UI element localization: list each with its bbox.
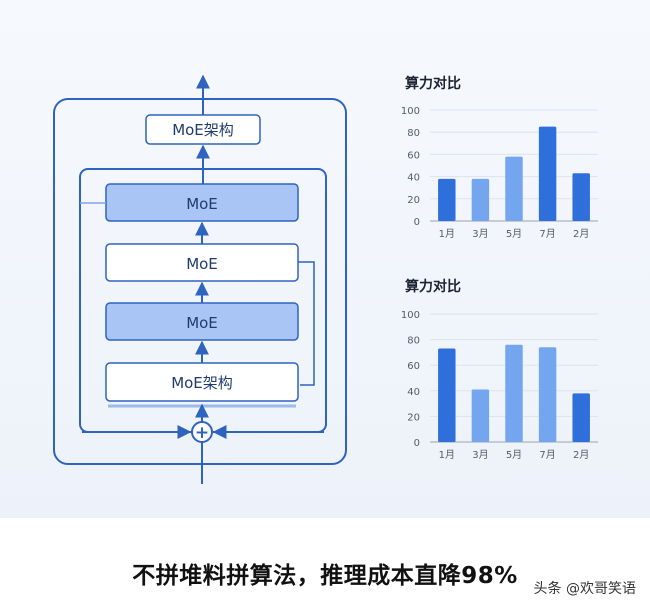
x-tick-label: 7月 (539, 228, 555, 240)
y-tick-label: 100 (401, 310, 420, 321)
y-tick-label: 20 (407, 195, 420, 206)
bar (438, 178, 456, 221)
y-tick-label: 0 (414, 217, 420, 228)
residual-bracket (298, 261, 315, 386)
moe-architecture-diagram: MoE架构 MoE MoE MoE MoE架构 + 算力对比 0 20 40 60 80 1… (53, 74, 598, 484)
moe-block-4 (105, 362, 299, 402)
plus-icon: + (195, 423, 209, 443)
x-tick-label: 2月 (573, 228, 589, 240)
y-tick-label: 80 (407, 336, 420, 347)
bar-chart-1: 算力对比 0 20 40 60 80 100 1月 3月 5月 7月 2月 (401, 75, 598, 240)
chart-title: 算力对比 (405, 278, 461, 295)
moe-block-3 (105, 302, 299, 341)
y-tick-label: 80 (407, 128, 420, 139)
x-tick-label: 1月 (439, 449, 455, 461)
bar (505, 156, 523, 221)
moe-block-3-label: MoE (186, 314, 218, 332)
y-tick-label: 40 (407, 173, 420, 184)
bar (572, 173, 590, 221)
moe-block-2-label: MoE (186, 255, 218, 273)
y-tick-label: 60 (407, 150, 420, 161)
bar (572, 393, 590, 442)
watermark-text: 头条 @欢哥笑语 (533, 581, 636, 597)
y-tick-label: 0 (414, 438, 420, 449)
y-tick-label: 100 (401, 106, 420, 117)
bar (471, 178, 490, 221)
y-tick-label: 40 (407, 387, 420, 398)
x-tick-label: 2月 (573, 449, 589, 461)
y-tick-label: 20 (407, 412, 420, 423)
moe-block-4-label: MoE架构 (171, 374, 233, 392)
caption-band (0, 518, 650, 610)
top-block (145, 114, 261, 145)
x-tick-label: 3月 (472, 228, 488, 240)
bar (438, 348, 456, 442)
outer-container (53, 98, 347, 465)
bar (505, 344, 523, 442)
moe-block-1-label: MoE (186, 195, 218, 213)
bar (471, 389, 490, 442)
bar-chart-2: 算力对比 0 20 40 60 80 100 1月 3月 5月 7月 2月 (401, 278, 598, 461)
bar (538, 347, 557, 442)
x-tick-label: 5月 (506, 449, 522, 461)
x-tick-label: 5月 (506, 228, 522, 240)
y-tick-label: 60 (407, 361, 420, 372)
top-block-label: MoE架构 (172, 121, 234, 139)
chart-title: 算力对比 (405, 75, 461, 92)
caption-text: 不拼堆料拼算法，推理成本直降98% (132, 563, 518, 589)
bar (538, 126, 557, 221)
x-tick-label: 7月 (539, 449, 555, 461)
x-tick-label: 3月 (472, 449, 488, 461)
x-tick-label: 1月 (439, 228, 455, 240)
